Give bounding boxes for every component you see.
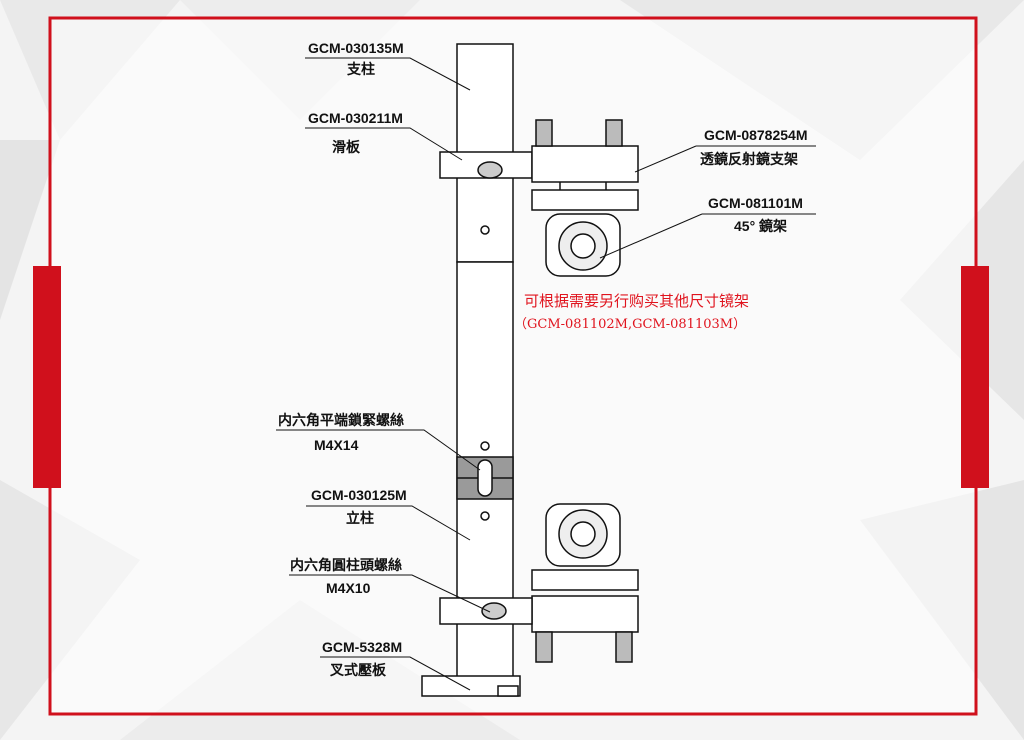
label-pillar-top-name: 支柱 [346, 61, 375, 77]
label-cap-screw-name: 内六角圓柱頭螺絲 [290, 557, 402, 573]
label-lens-holder-name: 透鏡反射鏡支架 [700, 151, 798, 167]
label-fork-clamp-code: GCM-5328M [322, 639, 402, 655]
label-lens-holder-code: GCM-0878254M [704, 127, 808, 143]
label-fork-clamp-name: 叉式壓板 [329, 662, 387, 678]
label-set-screw-name: 内六角平端鎖緊螺絲 [278, 412, 404, 428]
fork-clamp [421, 675, 521, 697]
purchase-note-line1: 可根据需要另行购买其他尺寸镜架 [524, 292, 749, 310]
label-slide-plate-name: 滑板 [332, 139, 361, 155]
label-mirror-mount-name: 45° 鏡架 [734, 218, 787, 234]
label-mirror-mount-code: GCM-081101M [708, 195, 803, 211]
leader-lines [276, 57, 816, 691]
label-pillar-top-code: GCM-030135M [308, 40, 404, 56]
technical-drawing [421, 43, 639, 697]
purchase-note-line2: （GCM-081102M,GCM-081103M） [514, 317, 746, 332]
label-slide-plate-code: GCM-030211M [308, 110, 403, 126]
label-pillar-bottom-code: GCM-030125M [311, 487, 407, 503]
label-cap-screw-size: M4X10 [326, 580, 371, 596]
label-set-screw-size: M4X14 [314, 437, 359, 453]
label-pillar-bottom-name: 立柱 [346, 510, 374, 526]
